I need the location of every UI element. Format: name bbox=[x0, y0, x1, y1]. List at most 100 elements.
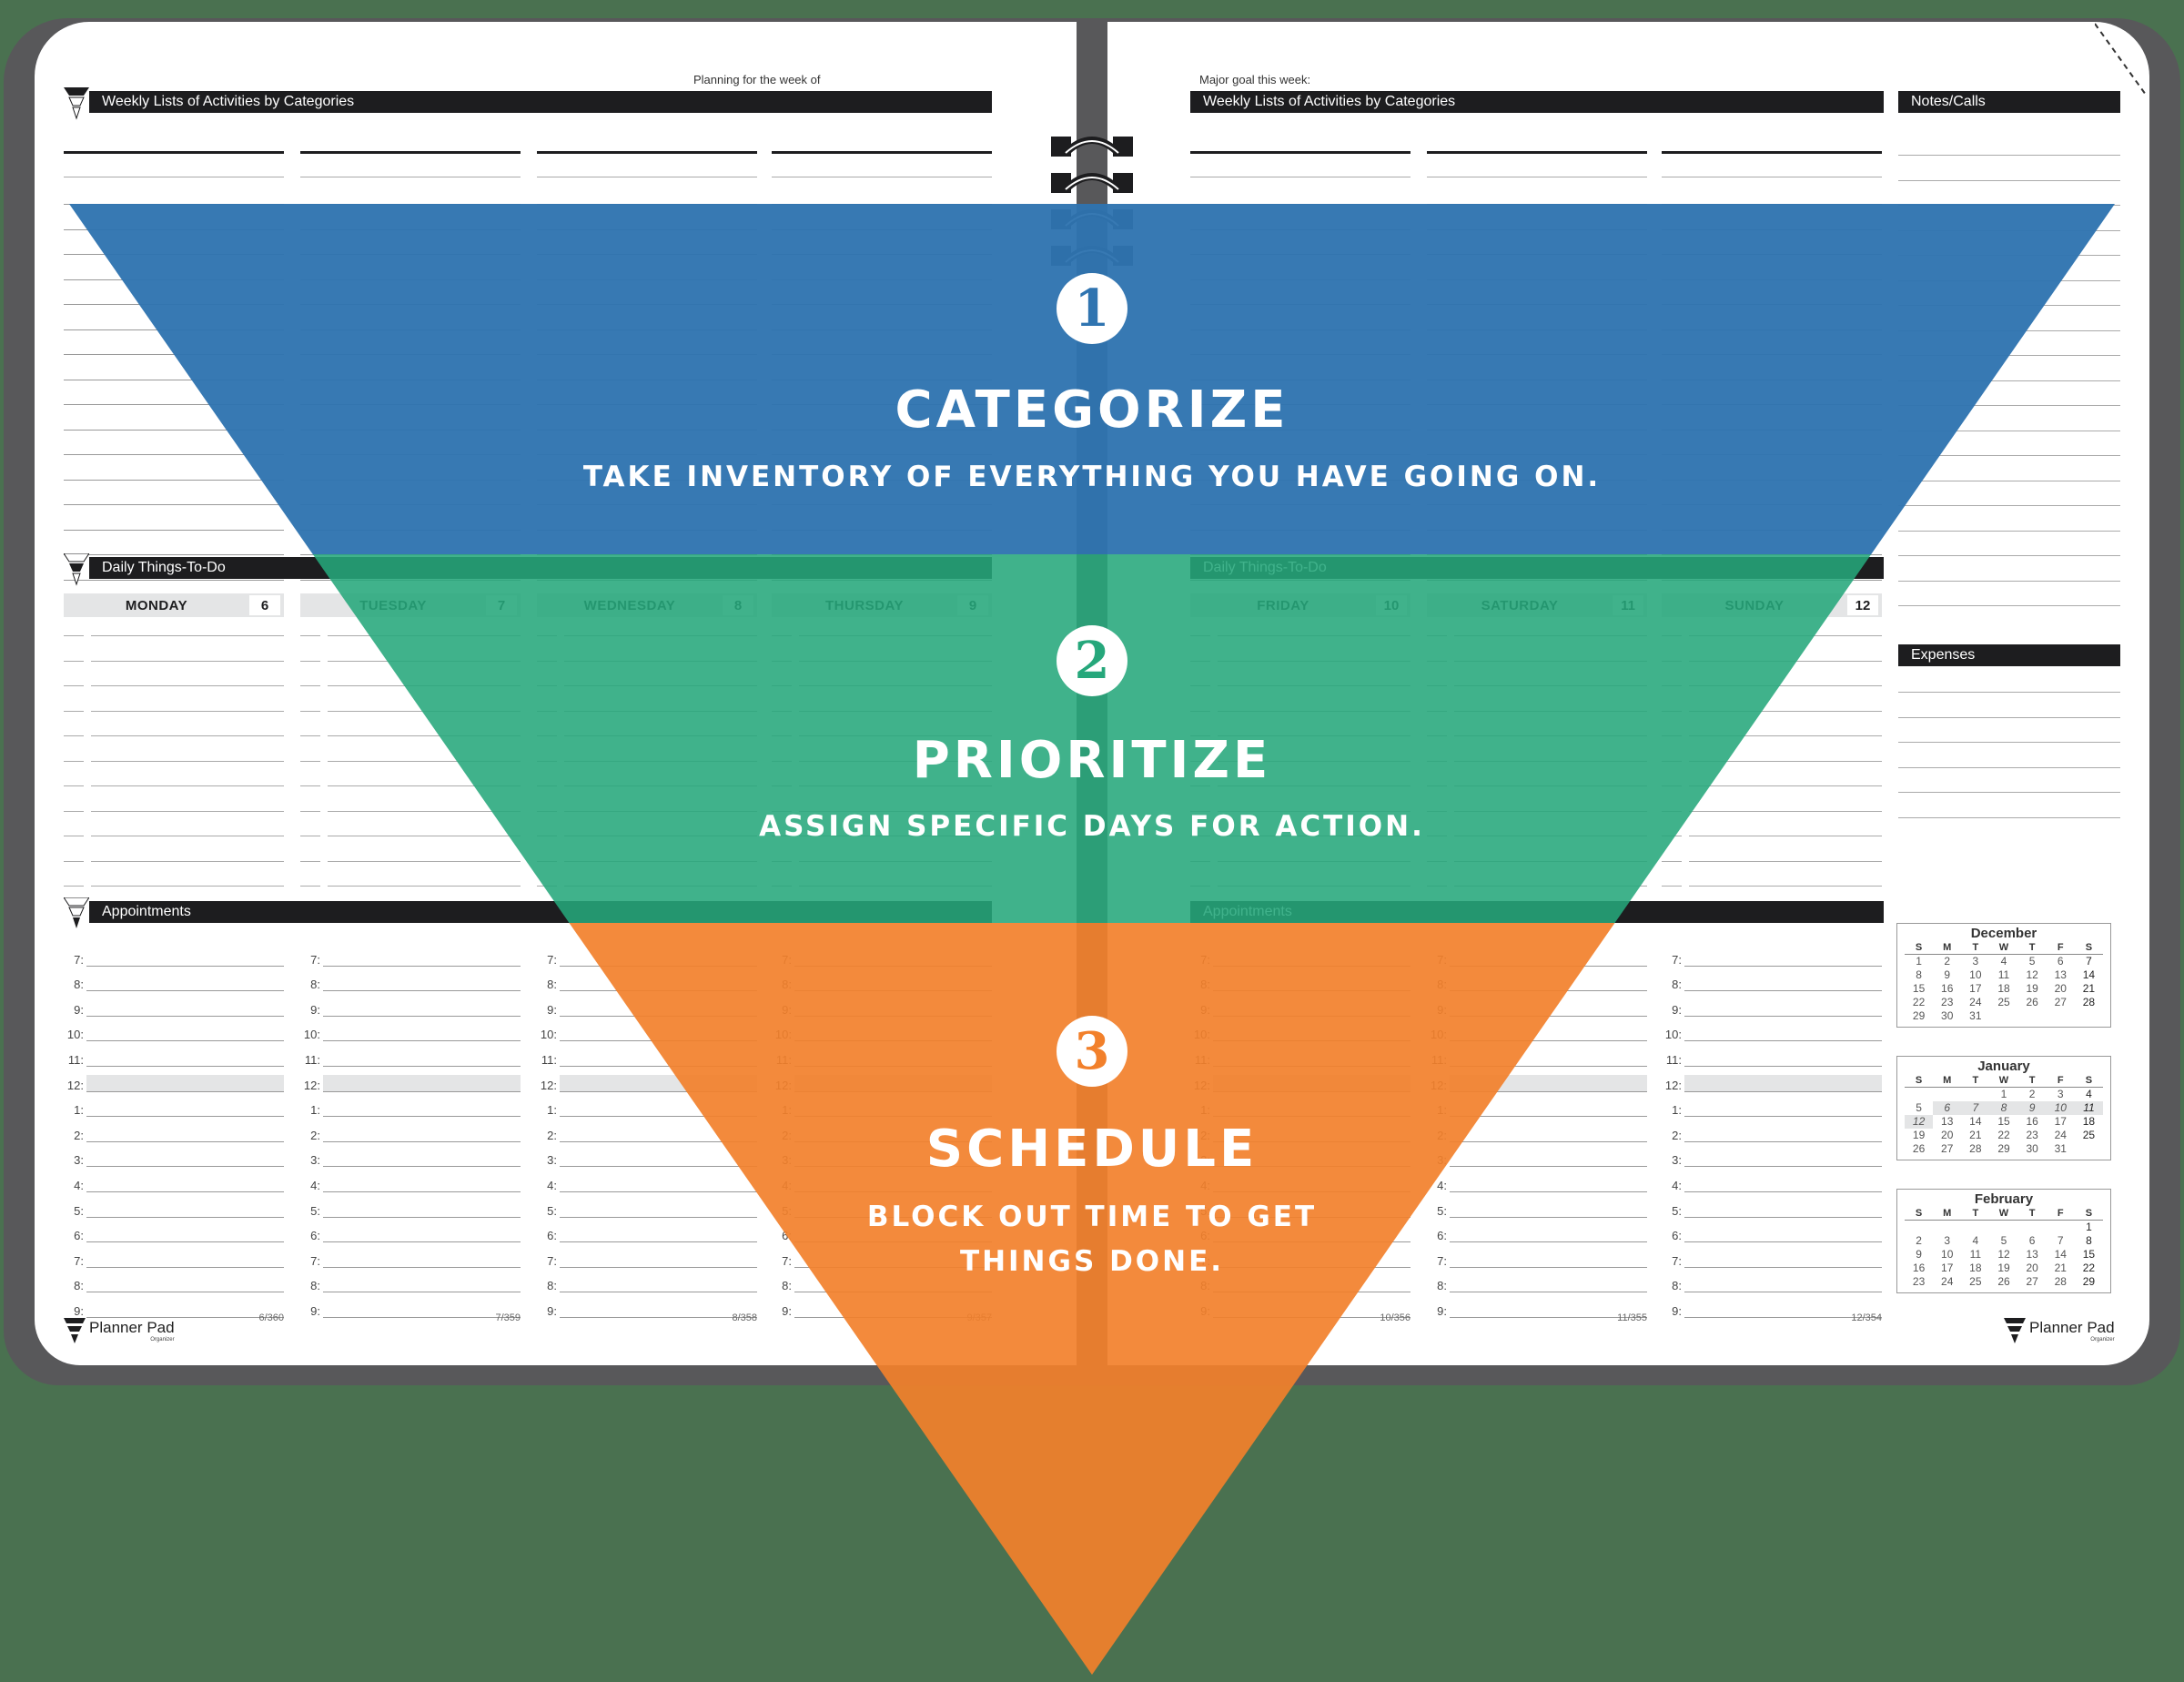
appointment-field[interactable] bbox=[1450, 974, 1647, 992]
activity-line[interactable] bbox=[1427, 204, 1647, 205]
appointment-field[interactable] bbox=[1684, 999, 1882, 1017]
appointment-field[interactable] bbox=[1684, 1175, 1882, 1192]
appointment-slot[interactable]: 9: bbox=[300, 991, 521, 1017]
activity-line[interactable] bbox=[64, 204, 284, 205]
appointment-field[interactable] bbox=[1213, 999, 1410, 1017]
activity-line[interactable] bbox=[537, 479, 757, 481]
todo-line[interactable] bbox=[799, 635, 992, 636]
appointment-slot[interactable]: 9: bbox=[64, 991, 284, 1017]
activity-line[interactable] bbox=[1427, 228, 1647, 230]
appointment-field[interactable] bbox=[323, 1275, 521, 1293]
appointment-slot[interactable]: 2: bbox=[537, 1117, 757, 1142]
activity-line[interactable] bbox=[1662, 204, 1882, 205]
priority-line[interactable] bbox=[64, 810, 84, 812]
notes-line[interactable] bbox=[1898, 305, 2120, 306]
notes-line[interactable] bbox=[1898, 405, 2120, 406]
appointment-slot[interactable]: 8: bbox=[64, 967, 284, 992]
notes-line[interactable] bbox=[1898, 279, 2120, 281]
activity-line[interactable] bbox=[1427, 429, 1647, 431]
activity-line[interactable] bbox=[1662, 479, 1882, 481]
appointment-slot[interactable]: 9: bbox=[1190, 991, 1410, 1017]
priority-line[interactable] bbox=[1662, 760, 1682, 762]
appointment-field[interactable] bbox=[86, 1201, 284, 1218]
activity-line[interactable] bbox=[1662, 554, 1882, 555]
priority-line[interactable] bbox=[1190, 635, 1210, 636]
activity-line[interactable] bbox=[537, 254, 757, 255]
appointment-field[interactable] bbox=[1450, 1024, 1647, 1042]
appointment-slot[interactable]: 4: bbox=[537, 1167, 757, 1192]
appointment-slot[interactable]: 8: bbox=[772, 967, 992, 992]
activity-line[interactable] bbox=[1427, 329, 1647, 330]
appointment-slot[interactable]: 4: bbox=[1190, 1167, 1410, 1192]
priority-line[interactable] bbox=[537, 886, 557, 887]
activity-line[interactable] bbox=[1662, 304, 1882, 305]
appointment-field[interactable] bbox=[1450, 1074, 1647, 1092]
activity-line[interactable] bbox=[1427, 254, 1647, 255]
todo-line[interactable] bbox=[328, 660, 521, 662]
activity-line[interactable] bbox=[1662, 254, 1882, 255]
todo-line[interactable] bbox=[564, 660, 757, 662]
activity-line[interactable] bbox=[772, 454, 992, 455]
appointment-slot[interactable]: 7: bbox=[300, 1242, 521, 1268]
todo-line[interactable] bbox=[1218, 660, 1410, 662]
appointment-field[interactable] bbox=[323, 1099, 521, 1118]
appointment-field[interactable] bbox=[794, 999, 992, 1017]
priority-line[interactable] bbox=[1190, 660, 1210, 662]
todo-line[interactable] bbox=[1454, 810, 1647, 812]
category-heading-line[interactable] bbox=[300, 151, 521, 154]
appointment-slot[interactable]: 10: bbox=[64, 1017, 284, 1042]
appointment-field[interactable] bbox=[1213, 1201, 1410, 1218]
todo-line[interactable] bbox=[328, 810, 521, 812]
todo-line[interactable] bbox=[1454, 685, 1647, 686]
todo-line[interactable] bbox=[1454, 735, 1647, 736]
appointment-field[interactable] bbox=[794, 1225, 992, 1243]
appointment-slot[interactable]: 8: bbox=[1190, 967, 1410, 992]
todo-line[interactable] bbox=[91, 660, 284, 662]
activity-line[interactable] bbox=[1427, 304, 1647, 305]
priority-line[interactable] bbox=[772, 735, 792, 736]
appointment-slot[interactable]: 12: bbox=[1662, 1067, 1882, 1092]
todo-line[interactable] bbox=[799, 785, 992, 786]
todo-line[interactable] bbox=[799, 710, 992, 712]
appointment-field[interactable] bbox=[560, 949, 757, 967]
appointment-slot[interactable]: 6: bbox=[537, 1218, 757, 1243]
activity-line[interactable] bbox=[537, 454, 757, 455]
todo-line[interactable] bbox=[564, 886, 757, 887]
appointment-field[interactable] bbox=[560, 1024, 757, 1042]
appointment-field[interactable] bbox=[1684, 1251, 1882, 1268]
appointment-slot[interactable]: 8: bbox=[300, 967, 521, 992]
appointment-field[interactable] bbox=[1684, 1125, 1882, 1142]
priority-line[interactable] bbox=[1190, 860, 1210, 862]
appointment-slot[interactable]: 10: bbox=[537, 1017, 757, 1042]
appointment-slot[interactable]: 6: bbox=[300, 1218, 521, 1243]
activity-line[interactable] bbox=[772, 204, 992, 205]
priority-line[interactable] bbox=[1427, 860, 1447, 862]
activity-line[interactable] bbox=[772, 504, 992, 505]
category-heading-line[interactable] bbox=[1427, 151, 1647, 154]
appointment-field[interactable] bbox=[1684, 1150, 1882, 1168]
activity-line[interactable] bbox=[1190, 579, 1410, 581]
notes-line[interactable] bbox=[1898, 555, 2120, 556]
priority-line[interactable] bbox=[1427, 886, 1447, 887]
activity-line[interactable] bbox=[300, 279, 521, 280]
appointment-slot[interactable]: 11: bbox=[1427, 1041, 1647, 1067]
appointment-field[interactable] bbox=[323, 1201, 521, 1218]
priority-line[interactable] bbox=[537, 710, 557, 712]
priority-line[interactable] bbox=[300, 810, 320, 812]
appointment-slot[interactable]: 7: bbox=[537, 1242, 757, 1268]
activity-line[interactable] bbox=[1190, 354, 1410, 355]
todo-line[interactable] bbox=[564, 785, 757, 786]
priority-line[interactable] bbox=[1427, 735, 1447, 736]
activity-line[interactable] bbox=[1662, 404, 1882, 405]
appointment-field[interactable] bbox=[1684, 1049, 1882, 1067]
priority-line[interactable] bbox=[64, 860, 84, 862]
appointment-slot[interactable]: 5: bbox=[64, 1192, 284, 1218]
appointment-slot[interactable]: 2: bbox=[64, 1117, 284, 1142]
appointment-field[interactable] bbox=[794, 1175, 992, 1192]
activity-line[interactable] bbox=[300, 504, 521, 505]
appointment-slot[interactable]: 6: bbox=[1190, 1218, 1410, 1243]
appointment-slot[interactable]: 10: bbox=[772, 1017, 992, 1042]
todo-line[interactable] bbox=[799, 735, 992, 736]
priority-line[interactable] bbox=[537, 810, 557, 812]
activity-line[interactable] bbox=[1427, 504, 1647, 505]
